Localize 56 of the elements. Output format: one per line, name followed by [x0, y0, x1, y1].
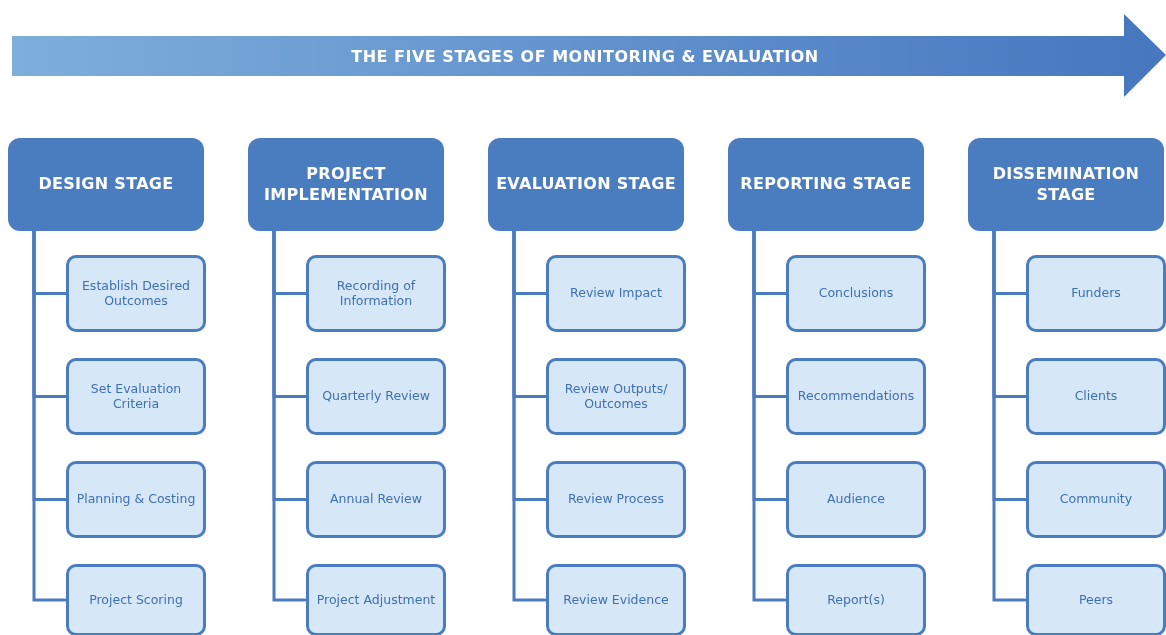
stage-header: [488, 138, 684, 231]
connector-line: [32, 231, 66, 602]
step-box: [786, 255, 926, 332]
step-label: Establish Desired Outcomes: [80, 279, 192, 308]
step-box: [66, 564, 206, 635]
step-box: [786, 461, 926, 538]
step-label: Project Scoring: [89, 592, 183, 608]
stage-title: EVALUATION STAGE: [496, 174, 676, 195]
step-label: Peers: [1078, 592, 1114, 608]
step-label: Annual Review: [330, 492, 422, 507]
step-box: [546, 358, 686, 435]
step-box: [1026, 255, 1166, 332]
step-label: Review Process: [568, 492, 664, 507]
step-box: [66, 255, 206, 332]
step-label: Clients: [1074, 389, 1118, 404]
step-label: Project Adjustment: [316, 592, 436, 608]
step-box: [786, 358, 926, 435]
step-label: Review Impact: [570, 286, 662, 301]
step-box: [306, 461, 446, 538]
connector-line: [752, 231, 786, 602]
stage-title: DISSEMINATION STAGE: [991, 163, 1141, 206]
stage-header: [968, 138, 1164, 231]
stage-header: [8, 138, 204, 231]
step-label: Audience: [826, 492, 886, 507]
step-box: [1026, 461, 1166, 538]
stage-title: REPORTING STAGE: [740, 174, 912, 195]
connector-line: [512, 231, 546, 602]
step-label: Community: [1059, 492, 1133, 507]
connector-line: [992, 231, 1026, 602]
step-box: [306, 255, 446, 332]
step-label: Set Evaluation Criteria: [89, 382, 183, 411]
step-box: [306, 358, 446, 435]
step-label: Recording of Information: [335, 279, 417, 308]
step-box: [66, 461, 206, 538]
step-label: Report(s): [827, 592, 885, 608]
stage-title: PROJECT IMPLEMENTATION: [263, 163, 429, 206]
step-label: Quarterly Review: [322, 389, 430, 404]
step-label: Funders: [1071, 286, 1121, 301]
stage-header: [728, 138, 924, 231]
step-box: [546, 461, 686, 538]
step-box: [546, 564, 686, 635]
step-label: Review Evidence: [563, 592, 669, 608]
step-label: Review Outputs/ Outcomes: [563, 382, 669, 411]
stage-header: [248, 138, 444, 231]
step-box: [66, 358, 206, 435]
stage-title: DESIGN STAGE: [38, 174, 174, 195]
step-box: [1026, 358, 1166, 435]
step-box: [546, 255, 686, 332]
connector-line: [272, 231, 306, 602]
step-label: Recommendations: [797, 389, 915, 404]
step-box: [306, 564, 446, 635]
step-box: [1026, 564, 1166, 635]
title: THE FIVE STAGES OF MONITORING & EVALUATION: [351, 46, 819, 66]
step-label: Planning & Costing: [76, 492, 196, 507]
step-box: [786, 564, 926, 635]
step-label: Conclusions: [818, 286, 894, 301]
